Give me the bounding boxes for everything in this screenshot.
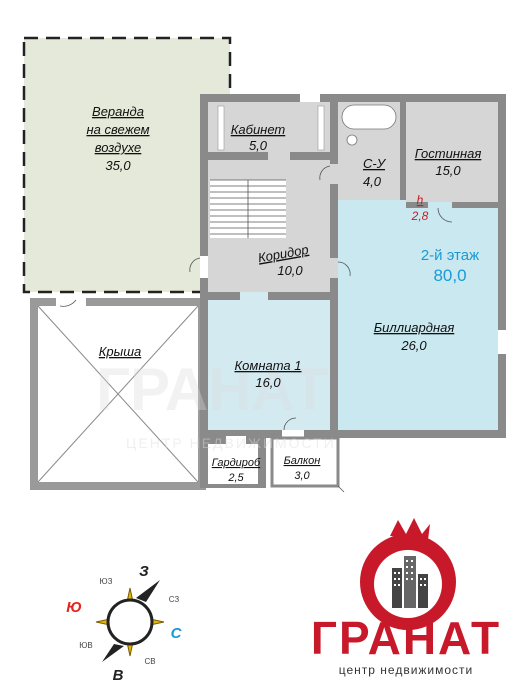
- compass-w: Ю: [66, 599, 82, 616]
- brand-logo: ГРАНАТ центр недвижимости: [311, 518, 501, 677]
- svg-text:ЦЕНТР НЕДВИЖИМОСТИ: ЦЕНТР НЕДВИЖИМОСТИ: [126, 435, 336, 451]
- compass-se: СВ: [144, 657, 155, 666]
- room-garderob: [200, 436, 266, 488]
- label-balkon: Балкон 3,0: [284, 455, 321, 482]
- label-kabinet: Кабинет 5,0: [231, 122, 286, 153]
- komnata1-area: 16,0: [255, 375, 281, 390]
- compass-rose: З В Ю С ЮЗ СЗ ЮВ СВ: [66, 563, 182, 684]
- label-floor: 2-й этаж 80,0: [421, 247, 479, 285]
- veranda-name-line2: на свежем: [86, 122, 149, 137]
- label-billiard: Биллиардная 26,0: [374, 320, 455, 353]
- room-veranda: [22, 36, 232, 294]
- compass-n: З: [139, 563, 149, 580]
- su-name: С-У: [363, 156, 387, 171]
- room-su: [338, 102, 400, 200]
- compass-e: С: [171, 625, 183, 642]
- kabinet-area: 5,0: [249, 138, 268, 153]
- koridor-area: 10,0: [277, 263, 303, 278]
- doors: [189, 94, 506, 438]
- veranda-name-line3: воздухе: [95, 140, 142, 155]
- room-balkon: [270, 436, 345, 493]
- floor-area: 80,0: [433, 266, 466, 285]
- floor-label: 2-й этаж: [421, 247, 479, 264]
- svg-text:ГРАНАТ: ГРАНАТ: [96, 356, 328, 423]
- room-gostinaya: [406, 102, 498, 202]
- veranda-name-line1: Веранда: [92, 104, 144, 119]
- room-koridor: [208, 160, 330, 292]
- brand-tagline: центр недвижимости: [339, 663, 474, 677]
- krysha-name: Крыша: [99, 344, 141, 359]
- veranda-area: 35,0: [105, 158, 131, 173]
- compass-nw: ЮЗ: [100, 577, 113, 586]
- compass-ne: СЗ: [169, 595, 180, 604]
- label-su: С-У 4,0: [363, 156, 387, 189]
- room-kabinet: [208, 102, 330, 152]
- kabinet-name: Кабинет: [231, 122, 286, 137]
- ceiling-height-value: 2,8: [411, 209, 429, 223]
- billiard-area: 26,0: [400, 338, 427, 353]
- balkon-area: 3,0: [294, 470, 310, 482]
- garderob-name: Гардироб: [212, 457, 261, 469]
- label-veranda: Веранда на свежем воздухе 35,0: [86, 104, 149, 173]
- room-billiard: [338, 200, 498, 430]
- su-area: 4,0: [363, 174, 382, 189]
- gostinaya-name: Гостинная: [415, 146, 482, 161]
- balkon-name: Балкон: [284, 455, 321, 467]
- room-komnata1: [208, 300, 330, 430]
- label-krysha: Крыша: [99, 344, 141, 359]
- garderob-area: 2,5: [227, 472, 244, 484]
- komnata1-name: Комната 1: [235, 358, 302, 373]
- ceiling-height-label: h: [417, 193, 424, 207]
- label-garderob: Гардироб 2,5: [212, 457, 261, 484]
- room-krysha: [30, 298, 206, 490]
- label-komnata1: Комната 1 16,0: [235, 358, 302, 390]
- pomegranate-logo-icon: [360, 518, 456, 630]
- watermark: ГРАНАТ ЦЕНТР НЕДВИЖИМОСТИ: [96, 356, 336, 451]
- label-ceiling-height: h 2,8: [411, 193, 429, 223]
- billiard-name: Биллиардная: [374, 320, 455, 335]
- gostinaya-area: 15,0: [435, 163, 461, 178]
- brand-name: ГРАНАТ: [311, 612, 501, 664]
- compass-sw: ЮВ: [79, 641, 92, 650]
- compass-s: В: [113, 667, 124, 684]
- label-gostinaya: Гостинная 15,0: [415, 146, 482, 178]
